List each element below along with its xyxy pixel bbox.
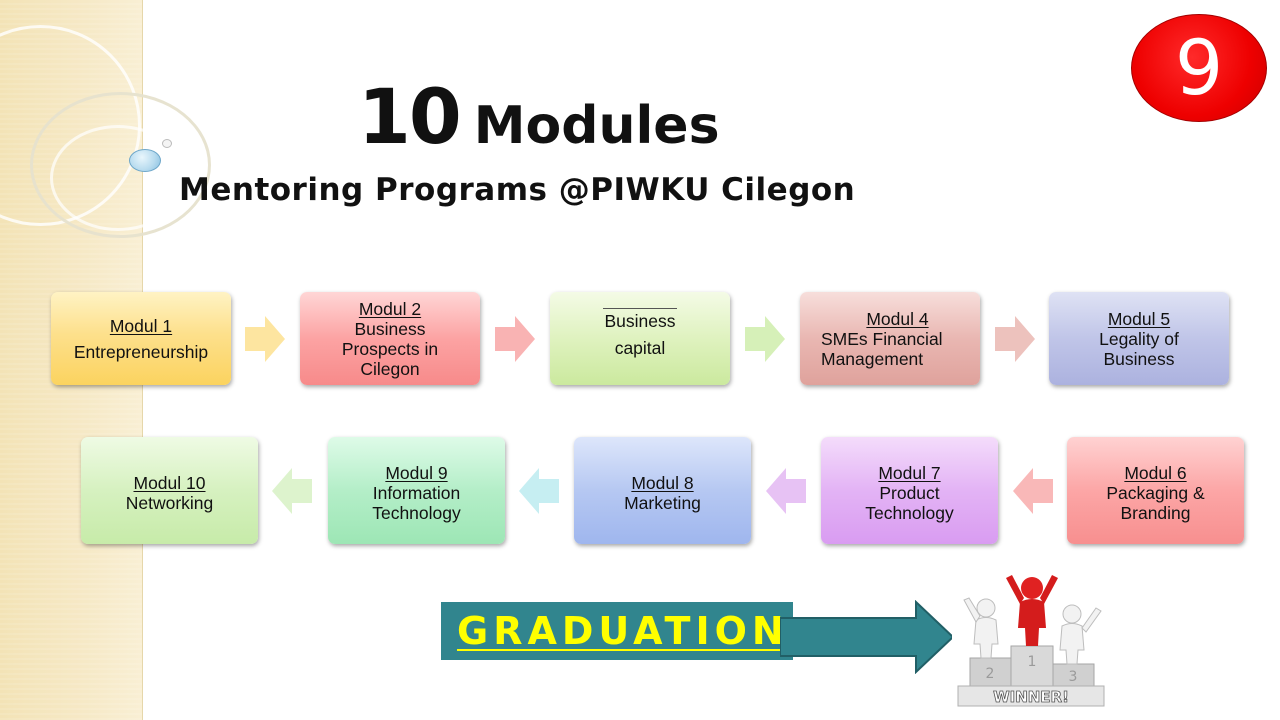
module-desc: Business bbox=[604, 311, 676, 331]
left-arrow-icon bbox=[1013, 468, 1053, 514]
module-desc: Management bbox=[821, 348, 924, 369]
module-box-10: Modul 10 Networking bbox=[81, 437, 258, 544]
module-desc: Information bbox=[372, 483, 461, 503]
page-number-badge: 9 bbox=[1131, 14, 1267, 122]
module-desc: Business bbox=[1103, 348, 1175, 369]
module-title: Modul 1 bbox=[109, 315, 173, 336]
module-desc: Technology bbox=[372, 503, 461, 523]
module-box-9: Modul 9 Information Technology bbox=[328, 437, 505, 544]
right-arrow-icon bbox=[495, 316, 535, 362]
graduation-arrow-icon bbox=[780, 600, 955, 674]
module-title: Modul 7 bbox=[878, 463, 941, 483]
title-number: 10 bbox=[358, 72, 462, 161]
decorative-bubble bbox=[129, 149, 161, 172]
module-desc: Marketing bbox=[624, 493, 701, 513]
svg-text:3: 3 bbox=[1069, 669, 1078, 685]
module-desc: Cilegon bbox=[360, 358, 420, 379]
graduation-label: GRADUATION bbox=[457, 609, 789, 653]
decorative-swirl bbox=[30, 92, 211, 238]
decorative-swirl bbox=[50, 125, 186, 231]
module-desc: Packaging & bbox=[1106, 483, 1205, 503]
module-title: Modul 8 bbox=[631, 473, 694, 493]
module-desc: Branding bbox=[1120, 503, 1191, 523]
right-arrow-icon bbox=[245, 316, 285, 362]
right-arrow-icon bbox=[995, 316, 1035, 362]
module-desc: Business bbox=[354, 318, 426, 339]
module-title-blank-underline bbox=[603, 308, 677, 309]
svg-text:1: 1 bbox=[1028, 654, 1037, 670]
slide-subtitle: Mentoring Programs @PIWKU Cilegon bbox=[179, 172, 856, 208]
module-title: Modul 10 bbox=[133, 473, 206, 493]
module-title: Modul 9 bbox=[385, 463, 448, 483]
left-arrow-icon bbox=[519, 468, 559, 514]
winners-podium-icon: 1 2 3 WINNER! bbox=[952, 558, 1110, 708]
module-desc: Technology bbox=[865, 503, 954, 523]
module-desc: capital bbox=[614, 338, 666, 358]
module-box-2: Modul 2 Business Prospects in Cilegon bbox=[300, 292, 480, 385]
module-desc: Entrepreneurship bbox=[73, 341, 209, 362]
module-box-1: Modul 1 Entrepreneurship bbox=[51, 292, 231, 385]
module-desc: Legality of bbox=[1099, 328, 1179, 349]
left-arrow-icon bbox=[766, 468, 806, 514]
module-desc: SMEs Financial bbox=[821, 328, 943, 349]
title-word: Modules bbox=[473, 96, 720, 156]
module-title: Modul 2 bbox=[358, 298, 422, 319]
left-arrow-icon bbox=[272, 468, 312, 514]
module-box-8: Modul 8 Marketing bbox=[574, 437, 751, 544]
module-box-7: Modul 7 Product Technology bbox=[821, 437, 998, 544]
module-title: Modul 6 bbox=[1124, 463, 1187, 483]
winner-label: WINNER! bbox=[993, 688, 1069, 706]
module-desc: Product bbox=[879, 483, 940, 503]
right-arrow-icon bbox=[745, 316, 785, 362]
module-title: Modul 4 bbox=[866, 308, 929, 329]
module-desc: Prospects in bbox=[341, 338, 439, 359]
module-box-5: Modul 5 Legality of Business bbox=[1049, 292, 1229, 385]
module-desc: Networking bbox=[125, 493, 214, 513]
module-box-6: Modul 6 Packaging & Branding bbox=[1067, 437, 1244, 544]
decorative-bubble-small bbox=[162, 139, 172, 148]
module-box-3: Business capital bbox=[550, 292, 730, 385]
module-box-4: Modul 4 SMEs Financial Management bbox=[800, 292, 980, 385]
graduation-box: GRADUATION bbox=[441, 602, 793, 660]
svg-text:2: 2 bbox=[986, 666, 995, 682]
module-title: Modul 5 bbox=[1107, 308, 1171, 329]
